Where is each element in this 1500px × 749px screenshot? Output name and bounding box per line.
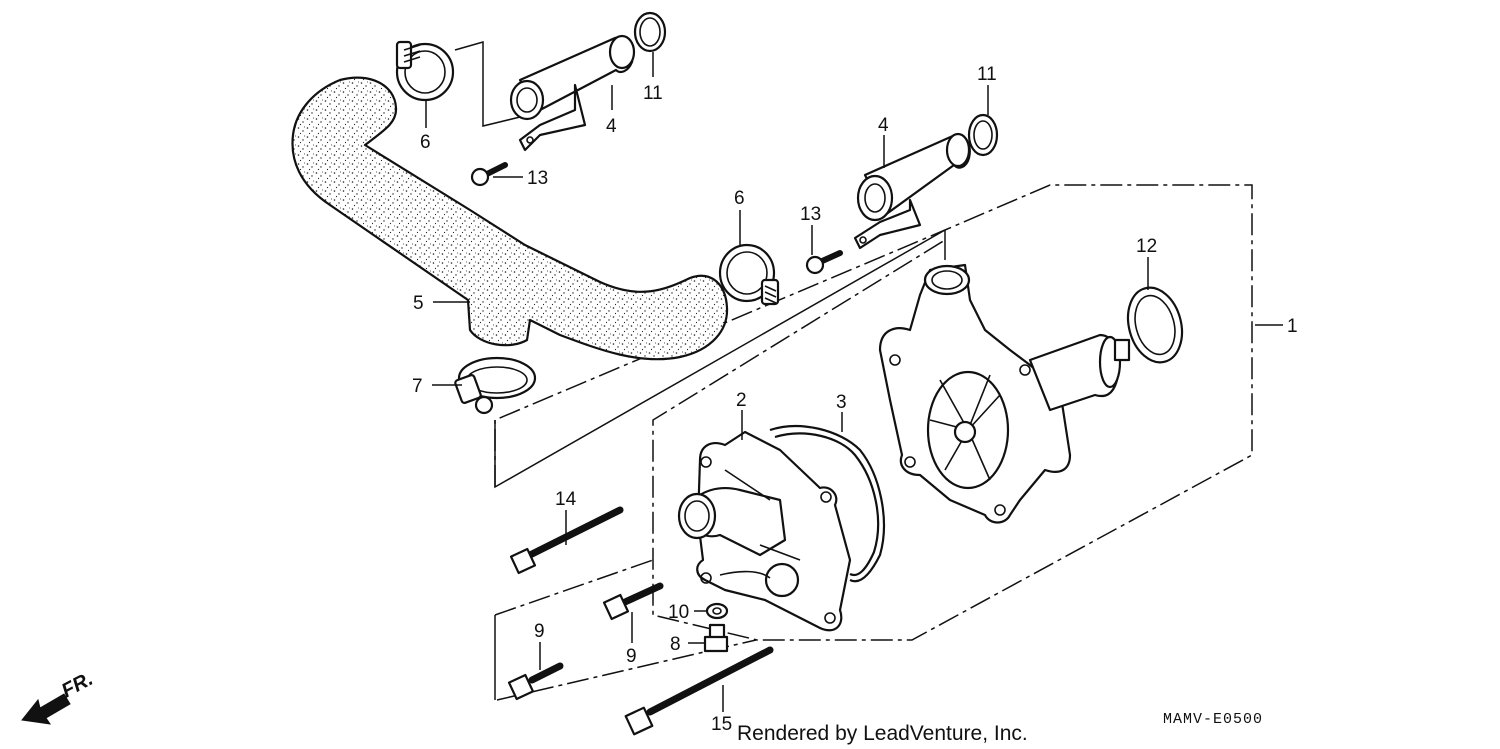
pump-cover-gasket [769, 424, 886, 583]
callout-6-right: 6 [734, 188, 745, 209]
callout-numbers: 1 2 3 4 4 5 6 6 7 8 9 9 10 11 11 12 13 1… [412, 64, 1298, 735]
drain-bolt [703, 623, 729, 653]
callout-9-lower-left: 9 [534, 621, 545, 642]
callout-6-upper: 6 [420, 132, 431, 153]
water-hose [291, 76, 729, 361]
o-ring-right [967, 113, 999, 157]
o-ring-pump [1126, 286, 1184, 364]
callout-15: 15 [711, 714, 732, 735]
callout-4-right: 4 [878, 115, 889, 136]
flange-bolt-long-14 [509, 506, 624, 575]
front-direction-arrow-icon [21, 693, 71, 725]
callout-10: 10 [668, 602, 689, 623]
water-pipe-right [853, 132, 971, 250]
callout-1: 1 [1287, 316, 1298, 337]
flange-bolt-9-upper [602, 582, 664, 621]
callout-13-right: 13 [800, 204, 821, 225]
callout-2: 2 [736, 390, 747, 411]
callout-12: 12 [1136, 236, 1157, 257]
water-pipe-upper [509, 34, 636, 152]
diagram-code: MAMV-E0500 [1163, 711, 1263, 728]
callout-3: 3 [836, 392, 847, 413]
leader-lines [425, 52, 1283, 712]
callout-13-upper: 13 [527, 168, 548, 189]
hose-clamp-lower [454, 356, 537, 415]
flange-bolt-long-15 [624, 646, 774, 736]
o-ring-upper [633, 11, 667, 53]
callout-9-mid: 9 [626, 646, 637, 667]
flange-bolt-9-lower [507, 662, 564, 701]
callout-4-upper: 4 [606, 116, 617, 137]
flange-bolt-right [805, 250, 843, 275]
front-direction-marker: FR. [21, 668, 97, 725]
assembly-boundary [494, 184, 1253, 701]
guide-lines [454, 41, 946, 489]
callout-11-upper: 11 [643, 83, 663, 104]
callout-8: 8 [670, 634, 681, 655]
callout-11-right: 11 [977, 64, 997, 85]
render-credit: Rendered by LeadVenture, Inc. [737, 722, 1028, 745]
pump-cover [677, 430, 852, 632]
callout-5: 5 [413, 293, 424, 314]
hose-clamp-upper [395, 40, 455, 102]
callout-7: 7 [412, 376, 423, 397]
water-pump-body [878, 263, 1131, 524]
sealing-washer [705, 602, 729, 620]
hose-clamp-right [718, 243, 780, 306]
callout-14: 14 [555, 489, 577, 510]
flange-bolt-upper [470, 162, 508, 187]
